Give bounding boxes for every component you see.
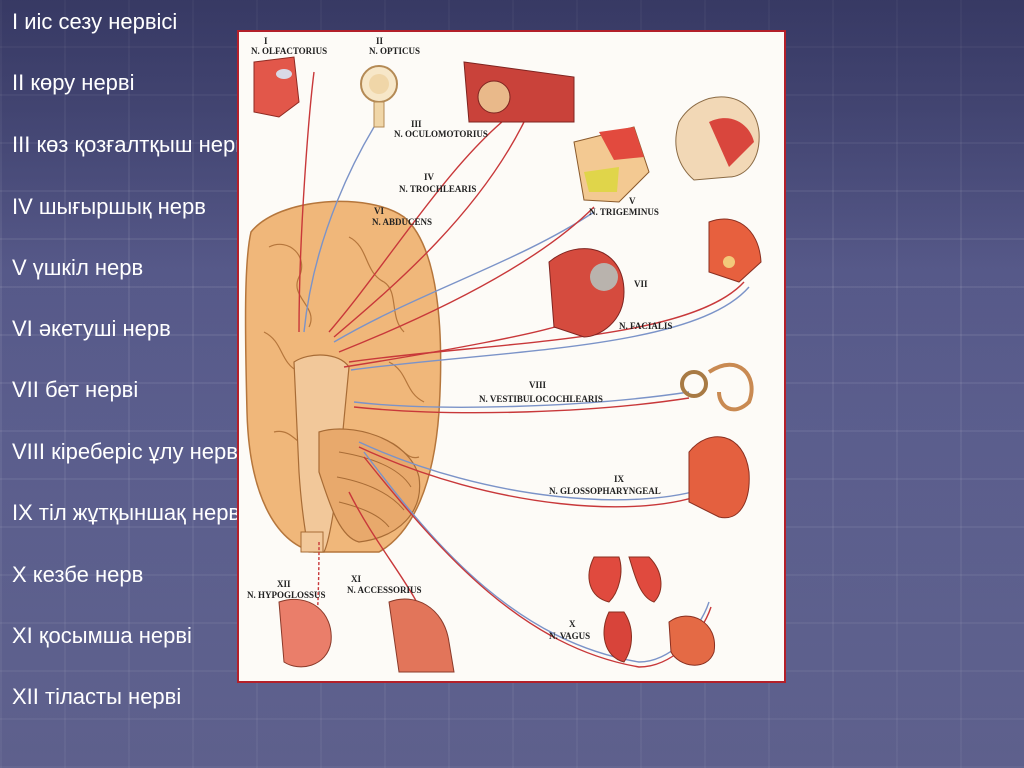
nerve-labels: I N. OLFACTORIUS II N. OPTICUS III N. OC…	[247, 36, 672, 641]
label-hypoglossus: N. HYPOGLOSSUS	[247, 590, 326, 600]
list-item: IV шығыршық нерв	[12, 194, 206, 219]
list-item: XII тіласты нерві	[12, 684, 182, 709]
label-trigeminus: N. TRIGEMINUS	[589, 207, 659, 217]
list-item: VI әкетуші нерв	[12, 316, 171, 341]
label-olfactorius-number: I	[264, 36, 268, 46]
neck-muscle-illustration	[388, 598, 455, 673]
label-vagus: N. VAGUS	[549, 631, 590, 641]
list-item: X кезбе нерв	[12, 562, 144, 587]
label-trochlearis-number: IV	[424, 172, 435, 182]
pharynx-illustration	[688, 436, 750, 519]
label-glossopharyngeal-number: IX	[614, 474, 625, 484]
label-oculomotorius: N. OCULOMOTORIUS	[394, 129, 488, 139]
list-item: III көз қозғалтқыш нерві	[12, 132, 252, 157]
label-facialis: N. FACIALIS	[619, 321, 672, 331]
skull-illustration	[675, 96, 760, 181]
tongue-illustration	[278, 598, 332, 668]
label-trigeminus-number: V	[629, 196, 636, 206]
list-item: V үшкіл нерв	[12, 255, 144, 280]
list-item: XI қосымша нерві	[12, 623, 192, 648]
ear-illustration	[680, 362, 754, 412]
face-muscles-illustration	[548, 248, 625, 338]
brain-illustration	[244, 200, 442, 553]
illustration-canvas: I N. OLFACTORIUS II N. OPTICUS III N. OC…	[244, 36, 762, 673]
label-olfactorius: N. OLFACTORIUS	[251, 46, 327, 56]
list-item: IX тіл жұтқыншақ нерві	[12, 500, 246, 525]
nerve-pathways	[298, 71, 750, 668]
list-item: I иіс сезу нервісі	[12, 9, 178, 34]
face-sensory-illustration	[573, 126, 650, 203]
list-item: II көру нерві	[12, 70, 135, 95]
label-accessorius-number: XI	[351, 574, 361, 584]
eye-illustration	[360, 65, 398, 128]
label-facialis-number: VII	[634, 279, 648, 289]
label-vestibulocochlearis-number: VIII	[529, 380, 547, 390]
label-abducens: N. ABDUCENS	[372, 217, 432, 227]
label-vestibulocochlearis: N. VESTIBULOCOCHLEARIS	[479, 394, 603, 404]
label-opticus-number: II	[376, 36, 384, 46]
eye-muscles-illustration	[463, 61, 575, 123]
nose-illustration	[253, 56, 300, 118]
label-hypoglossus-number: XII	[277, 579, 291, 589]
label-vagus-number: X	[569, 619, 576, 629]
label-oculomotorius-number: III	[411, 119, 422, 129]
label-glossopharyngeal: N. GLOSSOPHARYNGEAL	[549, 486, 661, 496]
label-accessorius: N. ACCESSORIUS	[347, 585, 422, 595]
label-opticus: N. OPTICUS	[369, 46, 420, 56]
list-item: VIII кіреберіс ұлу нерві	[12, 439, 243, 464]
list-item: VII бет нерві	[12, 377, 139, 402]
thoracic-organs-illustration	[588, 556, 715, 666]
cranial-nerves-illustration: I N. OLFACTORIUS II N. OPTICUS III N. OC…	[237, 30, 786, 683]
label-abducens-number: VI	[374, 206, 384, 216]
mouth-illustration	[708, 218, 762, 283]
label-trochlearis: N. TROCHLEARIS	[399, 184, 476, 194]
